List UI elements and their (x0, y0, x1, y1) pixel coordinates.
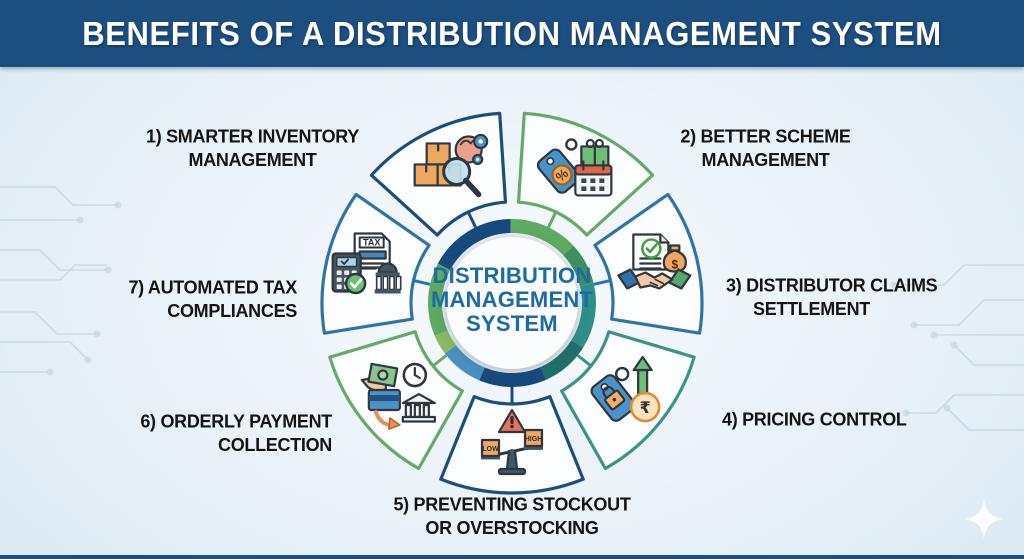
svg-text:HIGH: HIGH (525, 436, 543, 443)
title-bar: BENEFITS OF A DISTRIBUTION MANAGEMENT SY… (0, 0, 1024, 67)
svg-text:LOW: LOW (482, 446, 499, 453)
wedge-payment (328, 330, 464, 471)
wedge-tax: TAX (320, 192, 431, 335)
payment-collection-icon (360, 362, 436, 430)
label-line: 7) AUTOMATED TAX (128, 276, 297, 298)
label-line: MANAGEMENT (701, 148, 830, 170)
label-line: MANAGEMENT (188, 148, 317, 170)
label-line: 3) DISTRIBUTOR CLAIMS (726, 274, 938, 296)
benefit-label-pricing-control: 4) PRICING CONTROL (722, 408, 962, 431)
wedge-inventory (369, 111, 508, 237)
spoke-tax (413, 279, 431, 286)
center-hub-face (446, 237, 578, 369)
bottom-accent-strip (0, 555, 1024, 559)
claims-handshake-icon: $ (617, 233, 692, 290)
wedge-stock: LOW HIGH (439, 387, 585, 495)
benefit-label-claims-settlement: 3) DISTRIBUTOR CLAIMS SETTLEMENT (726, 275, 986, 321)
center-color-ring (428, 219, 596, 387)
label-line: 2) BETTER SCHEME (680, 125, 851, 147)
wedge-claims: $ (593, 192, 704, 335)
center-title-line: SYSTEM (466, 311, 558, 336)
benefit-label-stockout: 5) PREVENTING STOCKOUT OR OVERSTOCKING (360, 494, 664, 540)
label-line: SETTLEMENT (753, 297, 870, 319)
spoke-inventory (466, 211, 477, 228)
label-line: 1) SMARTER INVENTORY (145, 125, 360, 147)
scheme-gifts-calendar-icon: % (536, 138, 613, 197)
center-title-line: DISTRIBUTION (433, 263, 592, 288)
label-line: COMPLIANCES (167, 299, 297, 321)
wedge-scheme: % (516, 111, 655, 237)
benefit-label-tax-compliances: 7) AUTOMATED TAX COMPLIANCES (90, 277, 297, 323)
center-title-line: MANAGEMENT (431, 287, 593, 312)
svg-text:$: $ (671, 258, 678, 272)
spoke-pricing (576, 354, 592, 368)
benefit-label-better-scheme: 2) BETTER SCHEME MANAGEMENT (648, 126, 883, 172)
label-line: 6) ORDERLY PAYMENT (140, 410, 332, 432)
svg-text:TAX: TAX (363, 238, 380, 248)
spoke-payment (432, 354, 448, 368)
tax-compliance-icon: TAX (331, 232, 402, 295)
benefit-label-payment-collection: 6) ORDERLY PAYMENT COLLECTION (118, 411, 332, 457)
spoke-claims (593, 279, 611, 286)
label-line: 4) PRICING CONTROL (722, 408, 907, 430)
wedge-pricing: ₹ (560, 330, 696, 471)
svg-text:₹: ₹ (640, 398, 651, 417)
pricing-lock-tag-icon: ₹ (590, 355, 661, 423)
label-line: COLLECTION (218, 433, 332, 455)
label-line: 5) PREVENTING STOCKOUT (393, 493, 631, 515)
label-line: OR OVERSTOCKING (425, 516, 599, 538)
spoke-scheme (547, 211, 558, 228)
inventory-analysis-icon (413, 133, 489, 198)
page-title: BENEFITS OF A DISTRIBUTION MANAGEMENT SY… (82, 14, 942, 52)
benefit-label-smarter-inventory: 1) SMARTER INVENTORY MANAGEMENT (105, 126, 400, 172)
stock-balance-icon: LOW HIGH (480, 408, 544, 476)
